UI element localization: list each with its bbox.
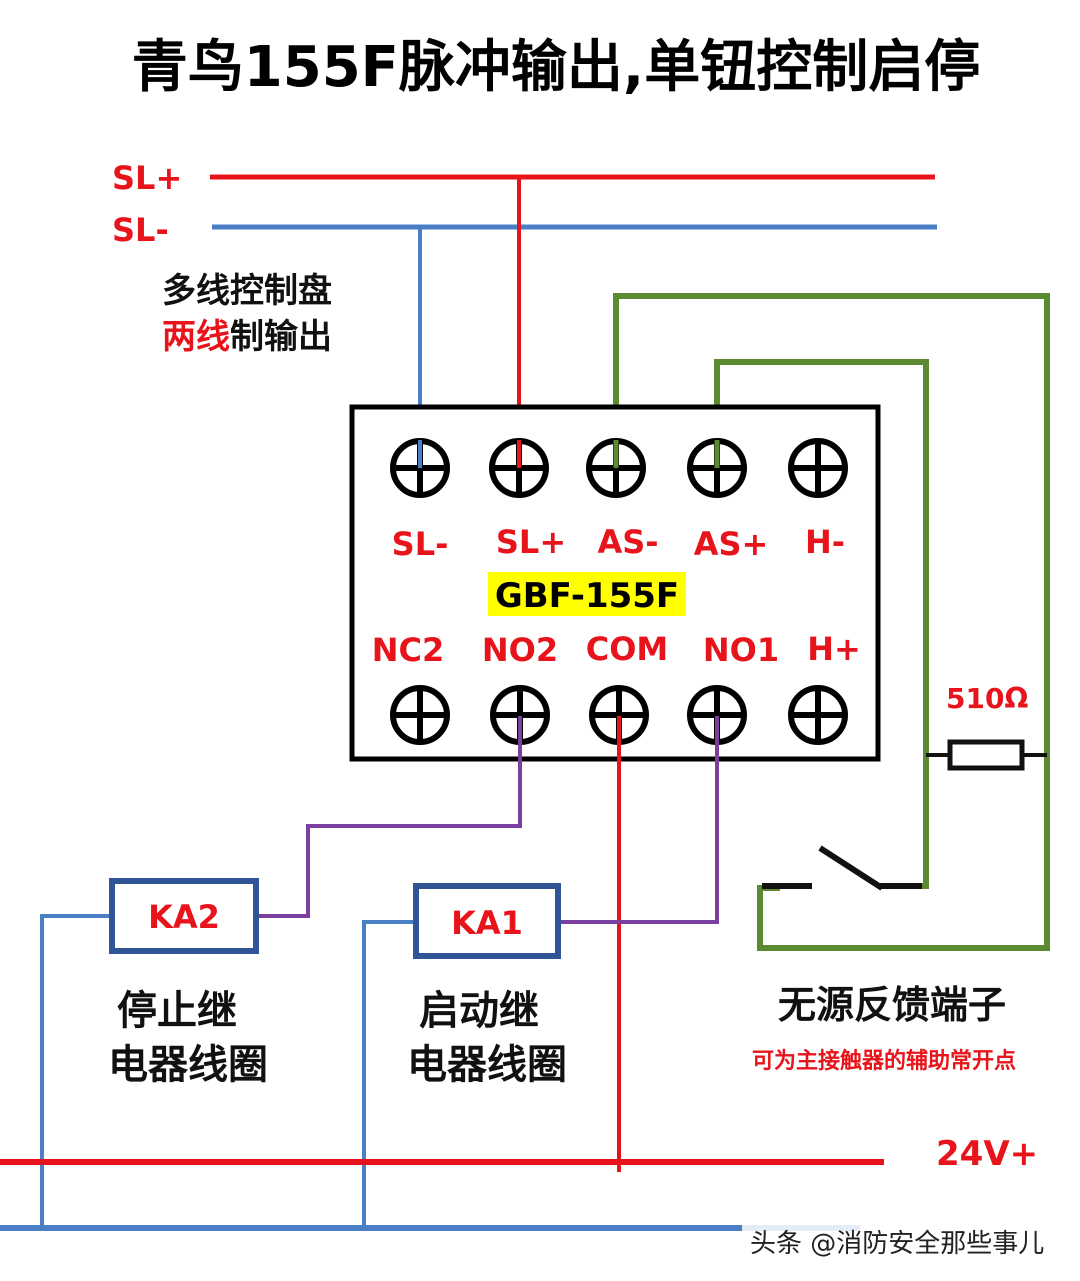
ka2-desc-line1: 停止继 [117,988,237,1034]
ka2-return-wire [40,914,112,1228]
terminal-label-h-minus: H- [805,523,845,561]
diagram-title: 青鸟155F脉冲输出,单钮控制启停 [132,35,980,100]
resistor-label: 510Ω [946,682,1028,715]
panel-note-output: 制输出 [230,317,332,357]
feedback-title: 无源反馈端子 [778,983,1006,1027]
power-24v-label: 24V+ [936,1134,1038,1174]
ka2-desc-line2: 电器线圈 [108,1042,268,1088]
module-model-label: GBF-155F [495,576,679,616]
sl-minus-bus-label: SL- [112,211,169,249]
terminal-label-sl-plus: SL+ [496,523,566,561]
terminal-label-sl-minus: SL- [392,525,449,563]
ka1-return-wire [362,920,416,1228]
resistor-510-icon [926,739,1047,771]
terminal-label-nc2: NC2 [372,631,445,669]
panel-note-line1: 多线控制盘 [162,271,332,311]
panel-note-line2: 两线制输出 [162,317,332,357]
terminal-h-plus-icon [788,685,848,745]
no2-to-ka2-wire [256,716,522,918]
watermark-text: 头条 @消防安全那些事儿 [750,1229,1044,1259]
no1-to-ka1-wire [558,716,719,924]
terminal-label-as-minus: AS- [597,523,658,561]
terminal-label-com: COM [586,630,669,668]
ka1-relay-label: KA1 [451,904,523,942]
watermark-background [742,1214,1060,1254]
ka1-desc-line1: 启动继 [419,988,539,1034]
terminal-label-h-plus: H+ [807,630,861,668]
terminal-label-no2: NO2 [482,631,558,669]
ka2-relay-label: KA2 [148,898,220,936]
terminal-h-minus-icon [788,438,848,498]
sl-plus-bus-label: SL+ [112,159,182,197]
ka2-relay-box [109,878,259,954]
feedback-note: 可为主接触器的辅助常开点 [752,1048,1016,1074]
terminal-label-no1: NO1 [703,631,779,669]
terminal-nc2-icon [390,685,450,745]
feedback-switch-icon [762,845,922,891]
ka1-desc-line2: 电器线圈 [407,1042,567,1088]
panel-note-two-wire: 两线 [162,317,230,357]
model-highlight [488,572,686,616]
terminal-label-as-plus: AS+ [694,525,769,563]
as-minus-feedback-wire [613,293,1050,951]
ka1-relay-box [413,883,561,959]
